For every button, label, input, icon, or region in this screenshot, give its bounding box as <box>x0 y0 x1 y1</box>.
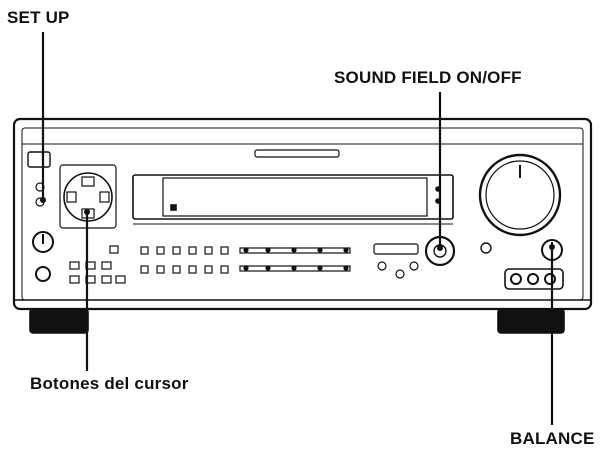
master-volume-knob <box>478 153 562 237</box>
top-slot <box>254 149 340 158</box>
receiver-body <box>12 117 593 334</box>
callout-lines <box>40 32 555 425</box>
power-button <box>27 151 51 168</box>
set-up-label: SET UP <box>7 8 70 27</box>
cursor-right-button <box>99 191 110 203</box>
right-foot <box>497 308 565 334</box>
left-button-cluster <box>69 245 126 284</box>
left-control-column <box>27 151 54 282</box>
cursor-buttons-label: Botones del cursor <box>30 374 189 393</box>
display-window <box>132 174 454 225</box>
phones-jack <box>35 266 51 282</box>
sound-field-label: SOUND FIELD ON/OFF <box>334 68 522 87</box>
cursor-up-button <box>81 176 95 187</box>
cursor-left-button <box>66 191 77 203</box>
mode-bars <box>239 247 351 272</box>
sound-field-section <box>373 243 419 279</box>
video-jacks <box>504 268 564 290</box>
balance-label: BALANCE <box>510 429 595 448</box>
left-foot <box>29 308 89 334</box>
preset-buttons <box>140 246 229 274</box>
input-knob <box>32 231 54 253</box>
muting-button <box>480 242 492 254</box>
